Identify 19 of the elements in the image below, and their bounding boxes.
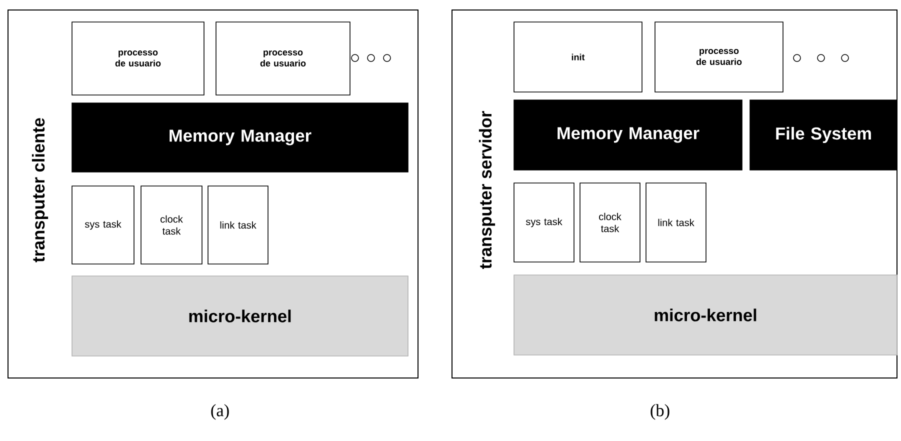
panel-heading: transputer cliente <box>32 118 48 262</box>
task-box: link task <box>208 186 268 264</box>
figure-caption: (a) <box>211 404 229 420</box>
panel-heading: transputer servidor <box>478 111 496 270</box>
module-bar: Memory Manager <box>72 102 408 172</box>
module-bar: Memory Manager <box>514 100 742 170</box>
process-box: processo de usuario <box>654 22 784 92</box>
module-bar: File System <box>750 100 898 170</box>
figure-caption: (b) <box>650 404 670 420</box>
task-box: link task <box>646 182 706 262</box>
task-box: sys task <box>514 182 574 262</box>
process-box: processo de usuario <box>72 22 204 96</box>
task-box: clock task <box>140 186 202 264</box>
kernel-band: micro-kernel <box>72 276 408 356</box>
task-box: clock task <box>580 182 640 262</box>
kernel-band: micro-kernel <box>514 274 898 356</box>
process-box: init <box>514 22 642 92</box>
process-box: processo de usuario <box>216 22 350 96</box>
task-box: sys task <box>72 186 134 264</box>
